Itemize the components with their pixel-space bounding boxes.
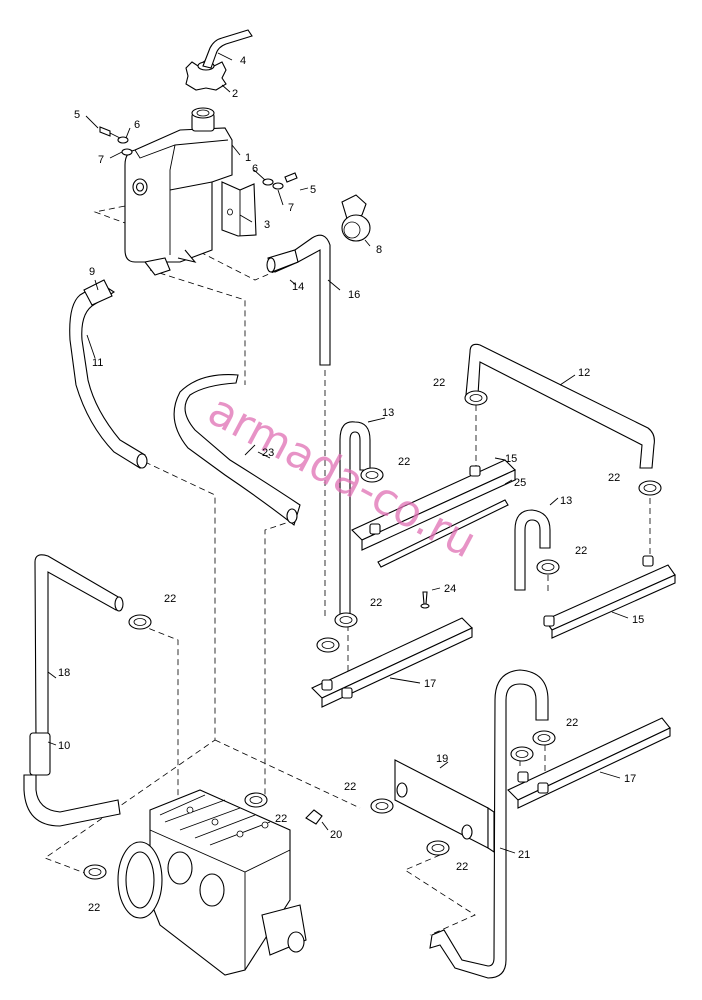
callout-24: 24 <box>444 583 456 595</box>
callout-22-c: 22 <box>608 472 620 484</box>
callout-14: 14 <box>292 281 304 293</box>
callout-18: 18 <box>58 667 70 679</box>
sensor-20 <box>305 809 323 825</box>
hose-12 <box>465 343 655 469</box>
callout-9: 9 <box>89 266 95 278</box>
clamp <box>360 467 384 483</box>
callout-22-a: 22 <box>433 377 445 389</box>
reservoir-cap <box>185 29 253 91</box>
callout-22-k: 22 <box>88 902 100 914</box>
clamp <box>464 390 488 406</box>
clamp <box>83 864 107 880</box>
callout-7-right: 7 <box>288 202 294 214</box>
callout-7-left: 7 <box>98 154 104 166</box>
hose-13b <box>514 509 551 591</box>
callout-12: 12 <box>578 367 590 379</box>
heat-exchanger-17b <box>507 717 671 809</box>
clamps-22 <box>83 390 662 880</box>
callout-4: 4 <box>240 55 246 67</box>
hose-9-11 <box>69 279 148 469</box>
heat-exchanger-15b <box>543 555 676 639</box>
callout-8: 8 <box>376 244 382 256</box>
callout-5-right: 5 <box>310 184 316 196</box>
callout-21: 21 <box>518 849 530 861</box>
clamp <box>370 798 394 814</box>
rivet-24 <box>420 591 430 609</box>
clamp <box>532 730 556 746</box>
coolant-reservoir <box>124 107 233 276</box>
callout-3: 3 <box>264 219 270 231</box>
callout-16: 16 <box>348 289 360 301</box>
callout-labels: 4 2 1 5 6 7 6 5 7 3 8 14 16 9 11 12 22 1… <box>58 55 644 914</box>
callout-20: 20 <box>330 829 342 841</box>
callout-10: 10 <box>58 740 70 752</box>
heat-exchanger-17a <box>311 617 473 708</box>
hose-clip <box>341 194 371 242</box>
leader-lines <box>47 52 629 854</box>
callout-15-b: 15 <box>632 614 644 626</box>
heat-exchanger-15a <box>351 459 516 551</box>
assembly-lines <box>44 204 651 936</box>
callout-5-left: 5 <box>74 109 80 121</box>
hose-13a <box>339 421 371 616</box>
engine <box>117 789 307 976</box>
callout-13-a: 13 <box>382 407 394 419</box>
clamp <box>638 480 662 496</box>
hose-21 <box>429 669 549 979</box>
hardware-left <box>99 126 133 156</box>
plate-19 <box>394 759 495 854</box>
clamp <box>128 614 152 630</box>
hose-18-10 <box>23 554 124 827</box>
callout-13-b: 13 <box>560 495 572 507</box>
clamp <box>426 840 450 856</box>
hose-14-16 <box>266 234 331 366</box>
clamp <box>536 559 560 575</box>
callout-23: 23 <box>262 447 274 459</box>
clamp <box>316 637 340 653</box>
callout-6-right: 6 <box>252 163 258 175</box>
callout-17-b: 17 <box>624 773 636 785</box>
strip-25 <box>377 499 509 568</box>
callout-22-i: 22 <box>275 813 287 825</box>
callout-6-left: 6 <box>134 119 140 131</box>
callout-22-d: 22 <box>575 545 587 557</box>
hose-23 <box>173 374 301 526</box>
callout-2: 2 <box>232 88 238 100</box>
bracket <box>221 172 298 237</box>
callout-22-h: 22 <box>344 781 356 793</box>
callout-1: 1 <box>245 152 251 164</box>
callout-11: 11 <box>92 357 103 369</box>
clamp <box>334 612 358 628</box>
callout-15-a: 15 <box>505 453 517 465</box>
callout-22-e: 22 <box>164 593 176 605</box>
callout-22-f: 22 <box>370 597 382 609</box>
callout-17-a: 17 <box>424 678 436 690</box>
callout-22-j: 22 <box>456 861 468 873</box>
callout-25: 25 <box>514 477 526 489</box>
callout-22-g: 22 <box>566 717 578 729</box>
clamp <box>244 792 268 808</box>
callout-19: 19 <box>436 753 448 765</box>
callout-22-b: 22 <box>398 456 410 468</box>
clamp <box>510 746 534 762</box>
